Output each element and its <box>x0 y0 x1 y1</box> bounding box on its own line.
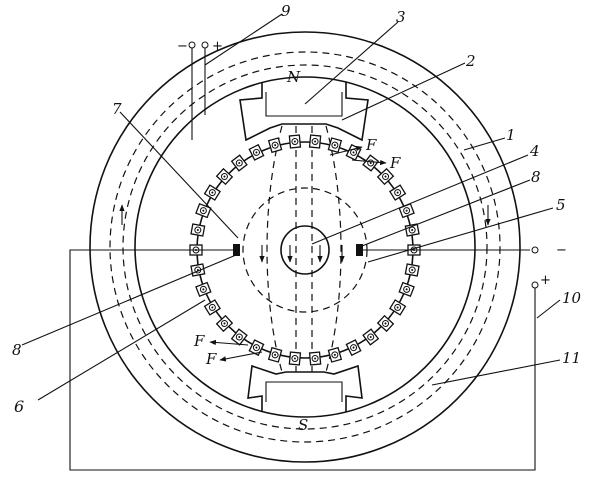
armature-slot <box>203 299 221 316</box>
armature-slot <box>327 137 343 154</box>
field-terminal-left <box>188 41 196 49</box>
label-2: 2 <box>465 52 476 70</box>
armature-slot <box>267 137 283 154</box>
armature-slot <box>288 351 302 366</box>
label-force-top-2: F <box>389 154 401 172</box>
label-external-plus: + <box>540 273 551 288</box>
armature-slot <box>345 339 362 357</box>
shaft <box>280 225 330 275</box>
armature-slot <box>248 143 265 161</box>
label-10: 10 <box>562 289 582 307</box>
label-force-bottom-1: F <box>193 332 205 350</box>
force-arrow-bottom-1 <box>219 351 263 362</box>
armature-slot <box>345 143 362 161</box>
label-external-minus: − <box>556 243 567 258</box>
armature-slot <box>215 167 234 186</box>
leader-5 <box>367 207 554 263</box>
label-7: 7 <box>112 100 122 118</box>
label-8-right: 8 <box>531 168 541 186</box>
label-4: 4 <box>529 142 540 160</box>
leader-2 <box>341 62 466 121</box>
yoke-flux-path-outer <box>109 51 501 443</box>
armature-slot <box>195 281 212 298</box>
north-pole-body <box>239 82 369 142</box>
armature-slot <box>308 351 322 366</box>
armature-slot <box>195 202 212 219</box>
leader-3 <box>304 21 399 105</box>
label-1: 1 <box>506 126 516 144</box>
force-arrow-top-1 <box>329 145 363 156</box>
leader-9 <box>204 13 283 66</box>
armature-slot <box>362 328 380 346</box>
leader-1 <box>463 137 506 151</box>
leader-4 <box>311 154 529 245</box>
label-11: 11 <box>562 349 581 367</box>
armature-slot <box>203 184 221 201</box>
leader-10 <box>536 299 561 319</box>
south-pole-body <box>247 364 363 412</box>
label-8-left: 8 <box>12 341 22 359</box>
armature-slot <box>376 314 395 333</box>
label-force-bottom-2: F <box>205 350 217 368</box>
leader-8a <box>21 254 237 346</box>
armature-slot <box>398 281 415 298</box>
field-terminal-right <box>201 41 209 49</box>
north-pole-winding <box>265 92 343 117</box>
terminal-plus <box>531 281 539 289</box>
yoke-flux-path-inner <box>122 64 488 430</box>
label-6: 6 <box>14 397 24 416</box>
leader-8b <box>361 179 531 247</box>
south-pole-winding <box>265 381 343 402</box>
flux-line-left <box>266 125 283 373</box>
yoke-outer-ring <box>89 31 521 463</box>
armature-slot <box>288 134 302 149</box>
armature-slot <box>267 346 283 363</box>
leader-6 <box>37 299 206 401</box>
label-9: 9 <box>281 2 291 20</box>
armature-slot <box>215 314 234 333</box>
label-field-plus: + <box>212 39 223 54</box>
label-south-pole: S <box>298 416 308 434</box>
armature-slot <box>362 154 380 172</box>
armature-slot <box>389 184 407 201</box>
brush-right <box>356 244 363 256</box>
label-3: 3 <box>396 8 406 26</box>
armature-slot <box>398 202 415 219</box>
leader-7 <box>119 111 239 239</box>
label-field-minus: − <box>177 39 188 54</box>
armature-slot <box>327 346 343 363</box>
armature-slot <box>190 263 206 277</box>
armature-slot <box>389 299 407 316</box>
label-force-top-1: F <box>365 136 377 154</box>
leader-11 <box>431 359 561 386</box>
terminal-minus <box>531 246 539 254</box>
force-arrow-bottom-2 <box>209 339 249 346</box>
label-north-pole: N <box>286 68 301 86</box>
brush-left <box>233 244 240 256</box>
armature-slot <box>248 339 265 357</box>
armature-slot <box>404 263 420 277</box>
armature-slot <box>230 328 248 346</box>
armature-slot <box>376 167 395 186</box>
armature-slot <box>230 154 248 172</box>
label-5: 5 <box>556 196 566 214</box>
yoke-inner-ring <box>134 76 476 418</box>
force-arrow-top-2 <box>351 159 387 166</box>
armature-slot <box>404 223 420 237</box>
armature-slots <box>189 134 421 366</box>
armature-slot <box>308 134 322 149</box>
armature-slot <box>190 223 206 237</box>
external-circuit-wire <box>69 249 536 471</box>
